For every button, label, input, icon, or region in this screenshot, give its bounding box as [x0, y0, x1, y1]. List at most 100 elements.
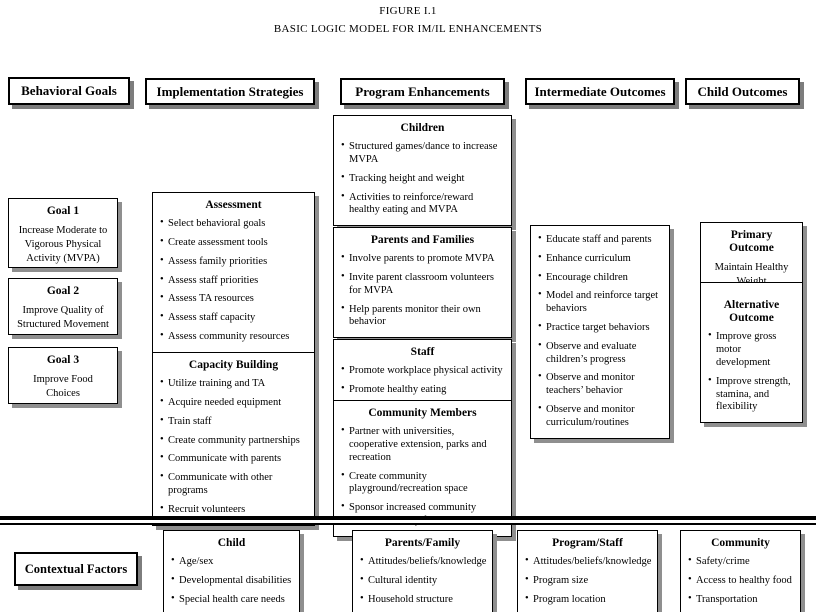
community-members-box: Community Members Partner with universit…: [333, 400, 512, 537]
bullet-item: Enhance curriculum: [537, 252, 663, 266]
goal-2-box: Goal 2 Improve Quality of Structured Mov…: [8, 278, 118, 335]
bullet-item: Utilize training and TA: [159, 377, 308, 391]
bullet-item: Safety/crime: [687, 555, 794, 569]
bullet-item: Attitudes/beliefs/knowledge: [359, 555, 486, 569]
bullet-item: Promote workplace physical activity: [340, 364, 505, 378]
bullet-item: Communicate with other programs: [159, 471, 308, 498]
bullet-item: Special health care needs: [170, 593, 293, 607]
alternative-outcome-title: Alternative Outcome: [723, 299, 780, 325]
assessment-bullet-list: Select behavioral goalsCreate assessment…: [159, 217, 308, 344]
parents-families-box: Parents and Families Involve parents to …: [333, 227, 512, 339]
bullet-item: Recruit volunteers: [159, 503, 308, 517]
bullet-item: Assess family priorities: [159, 255, 308, 269]
bullet-item: Tracking height and weight: [340, 172, 505, 186]
bullet-item: Create community playground/recreation s…: [340, 470, 505, 497]
capacity-building-box: Capacity Building Utilize training and T…: [152, 352, 315, 526]
figure-title: BASIC LOGIC MODEL FOR IM/IL ENHANCEMENTS: [273, 23, 543, 35]
bullet-item: Developmental disabilities: [170, 574, 293, 588]
column-header-child-outcomes: Child Outcomes: [685, 78, 800, 105]
primary-outcome-text: Maintain Healthy Weight: [714, 262, 789, 287]
capacity-building-title: Capacity Building: [188, 359, 279, 371]
primary-outcome-title: Primary Outcome: [729, 229, 774, 255]
bullet-item: Attitudes/beliefs/knowledge: [524, 555, 651, 569]
bullet-item: Promote healthy eating: [340, 383, 505, 397]
goal-3-box: Goal 3 Improve Food Choices: [8, 347, 118, 404]
bullet-item: Select behavioral goals: [159, 217, 308, 231]
bullet-item: Household structure: [359, 593, 486, 607]
intermediate-outcomes-box: Educate staff and parentsEnhance curricu…: [530, 225, 670, 439]
bullet-item: Observe and evaluate children’s progress: [537, 340, 663, 367]
goal-2-text: Improve Quality of Structured Movement: [17, 305, 109, 330]
bullet-item: Invite parent classroom volunteers for M…: [340, 271, 505, 298]
bullet-item: Cultural identity: [359, 574, 486, 588]
children-title: Children: [400, 122, 445, 134]
bullet-item: Assess staff capacity: [159, 311, 308, 325]
bullet-item: Assess staff priorities: [159, 274, 308, 288]
contextual-factors-label-box: Contextual Factors: [14, 552, 138, 586]
children-bullet-list: Structured games/dance to increase MVPA T…: [340, 140, 505, 218]
section-divider-line: [0, 516, 816, 525]
goal-1-title: Goal 1: [46, 205, 80, 217]
parents-families-title: Parents and Families: [370, 234, 475, 246]
goal-3-text: Improve Food Choices: [33, 374, 93, 399]
column-header-implementation-strategies: Implementation Strategies: [145, 78, 315, 105]
contextual-parents-family-bullet-list: Attitudes/beliefs/knowledgeCultural iden…: [359, 555, 486, 607]
column-header-program-enhancements: Program Enhancements: [340, 78, 505, 105]
bullet-item: Structured games/dance to increase MVPA: [340, 140, 505, 167]
bullet-item: Involve parents to promote MVPA: [340, 252, 505, 266]
bullet-item: Help parents monitor their own behavior: [340, 303, 505, 330]
bullet-item: Educate staff and parents: [537, 233, 663, 247]
bullet-item: Observe and monitor teachers’ behavior: [537, 371, 663, 398]
bullet-item: Model and reinforce target behaviors: [537, 289, 663, 316]
assessment-box: Assessment Select behavioral goalsCreate…: [152, 192, 315, 353]
bullet-item: Observe and monitor curriculum/routines: [537, 403, 663, 430]
staff-bullet-list: Promote workplace physical activityPromo…: [340, 364, 505, 397]
contextual-community-box: Community Safety/crimeAccess to healthy …: [680, 530, 801, 612]
contextual-program-staff-box: Program/Staff Attitudes/beliefs/knowledg…: [517, 530, 658, 612]
parents-families-bullet-list: Involve parents to promote MVPA Invite pa…: [340, 252, 505, 330]
bullet-item: Improve gross motor development: [707, 330, 796, 369]
contextual-program-staff-bullet-list: Attitudes/beliefs/knowledgeProgram sizeP…: [524, 555, 651, 606]
bullet-item: Program size: [524, 574, 651, 588]
alternative-outcome-box: Alternative Outcome Improve gross motor …: [700, 282, 803, 424]
bullet-item: Assess TA resources: [159, 292, 308, 306]
contextual-program-staff-title: Program/Staff: [552, 537, 623, 549]
contextual-child-bullet-list: Age/sexDevelopmental disabilitiesSpecial…: [170, 555, 293, 607]
bullet-item: Improve strength, stamina, and flexibili…: [707, 375, 796, 414]
bullet-item: Communicate with parents: [159, 452, 308, 466]
bullet-item: Age/sex: [170, 555, 293, 569]
bullet-item: Practice target behaviors: [537, 321, 663, 335]
contextual-community-title: Community: [711, 537, 770, 549]
goal-1-box: Goal 1 Increase Moderate to Vigorous Phy…: [8, 198, 118, 269]
bullet-item: Assess community resources: [159, 330, 308, 344]
community-members-bullet-list: Partner with universities, cooperative e…: [340, 425, 505, 528]
bullet-item: Train staff: [159, 415, 308, 429]
capacity-building-bullet-list: Utilize training and TA Acquire needed eq…: [159, 377, 308, 517]
column-header-intermediate-outcomes: Intermediate Outcomes: [525, 78, 675, 105]
contextual-community-bullet-list: Safety/crimeAccess to healthy foodTransp…: [687, 555, 794, 607]
goal-1-text: Increase Moderate to Vigorous Physical A…: [18, 225, 108, 264]
figure-number: FIGURE I.1: [379, 5, 437, 17]
goal-2-title: Goal 2: [46, 285, 80, 297]
staff-box: Staff Promote workplace physical activit…: [333, 339, 512, 406]
community-members-title: Community Members: [368, 407, 477, 419]
staff-title: Staff: [410, 346, 435, 358]
goal-3-title: Goal 3: [46, 354, 80, 366]
contextual-child-box: Child Age/sexDevelopmental disabilitiesS…: [163, 530, 300, 612]
bullet-item: Acquire needed equipment: [159, 396, 308, 410]
intermediate-outcomes-bullet-list: Educate staff and parentsEnhance curricu…: [537, 233, 663, 430]
bullet-item: Access to healthy food: [687, 574, 794, 588]
bullet-item: Create assessment tools: [159, 236, 308, 250]
primary-outcome-box: Primary Outcome Maintain Healthy Weight: [700, 222, 803, 292]
bullet-item: Encourage children: [537, 271, 663, 285]
contextual-child-title: Child: [217, 537, 246, 549]
bullet-item: Partner with universities, cooperative e…: [340, 425, 505, 464]
bullet-item: Activities to reinforce/reward healthy e…: [340, 191, 505, 218]
children-box: Children Structured games/dance to incre…: [333, 115, 512, 227]
contextual-parents-family-title: Parents/Family: [384, 537, 461, 549]
bullet-item: Transportation: [687, 593, 794, 607]
assessment-title: Assessment: [205, 199, 262, 211]
column-header-behavioral-goals: Behavioral Goals: [8, 77, 130, 105]
alternative-outcome-bullet-list: Improve gross motor developmentImprove s…: [707, 330, 796, 414]
